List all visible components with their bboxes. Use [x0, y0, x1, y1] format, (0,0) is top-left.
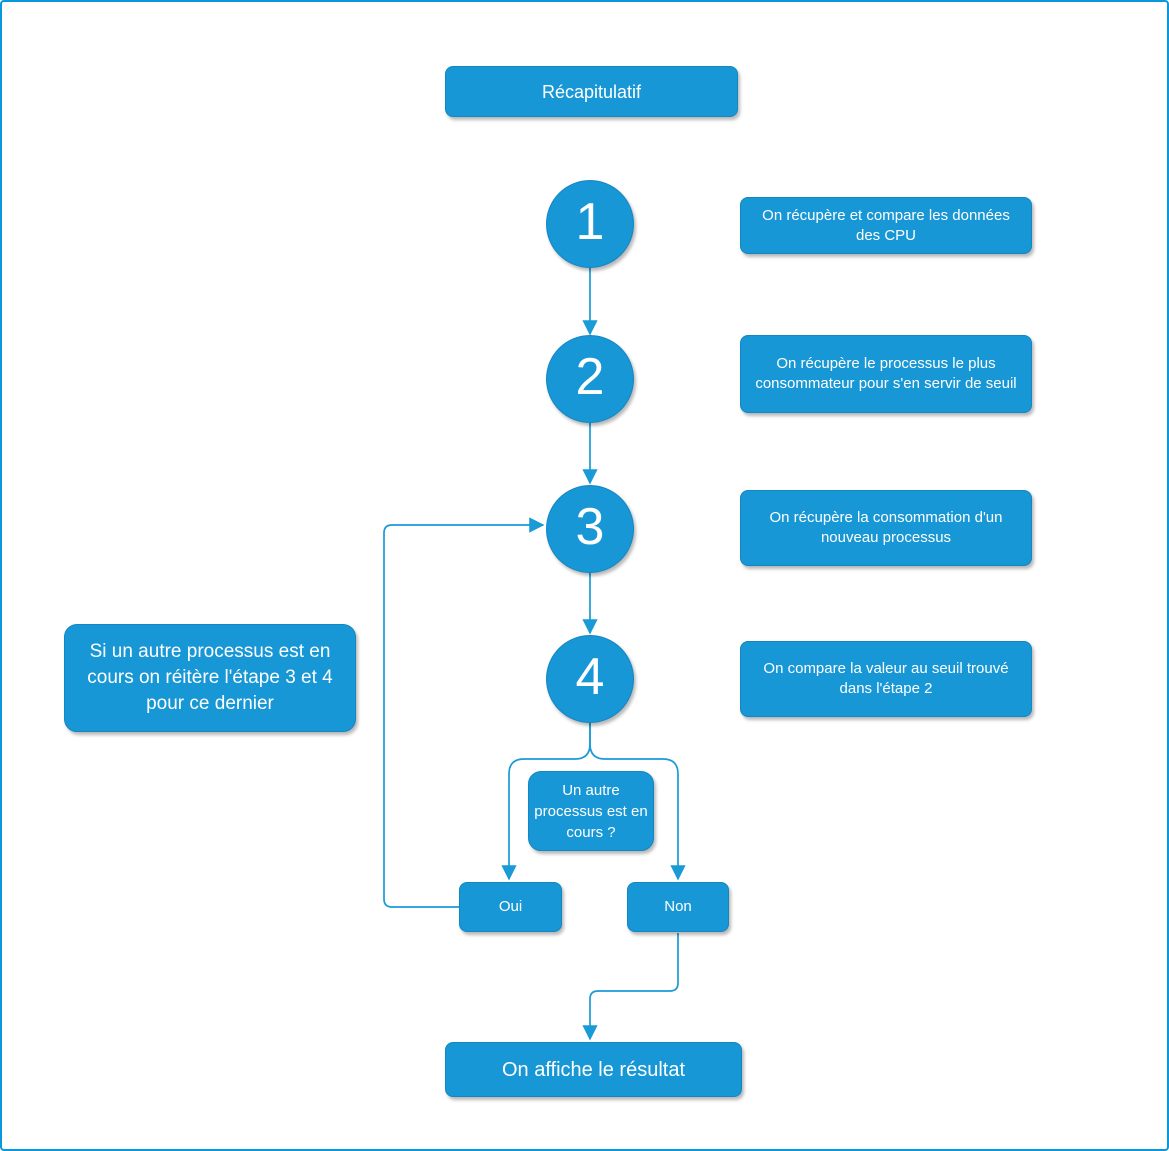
step-circle-4: 4: [546, 635, 634, 723]
step-circle-3: 3: [546, 485, 634, 573]
step-label-3: On récupère la consommation d'un nouveau…: [740, 490, 1032, 566]
decision-yes-box: Oui: [459, 882, 562, 932]
step-label-2: On récupère le processus le plus consomm…: [740, 335, 1032, 413]
arrow-yes-loop-to-step3: [383, 517, 545, 908]
title-node: Récapitulatif: [445, 66, 738, 117]
step-circle-2: 2: [546, 335, 634, 423]
step-label-1: On récupère et compare les données des C…: [740, 197, 1032, 254]
side-note: Si un autre processus est en cours on ré…: [64, 624, 356, 732]
step-label-4: On compare la valeur au seuil trouvé dan…: [740, 641, 1032, 717]
step-circle-1: 1: [546, 180, 634, 268]
result-node: On affiche le résultat: [445, 1042, 742, 1097]
arrow-no-to-result: [582, 933, 679, 1041]
decision-no-box: Non: [627, 882, 729, 932]
decision-question: Un autre processus est en cours ?: [528, 771, 654, 851]
